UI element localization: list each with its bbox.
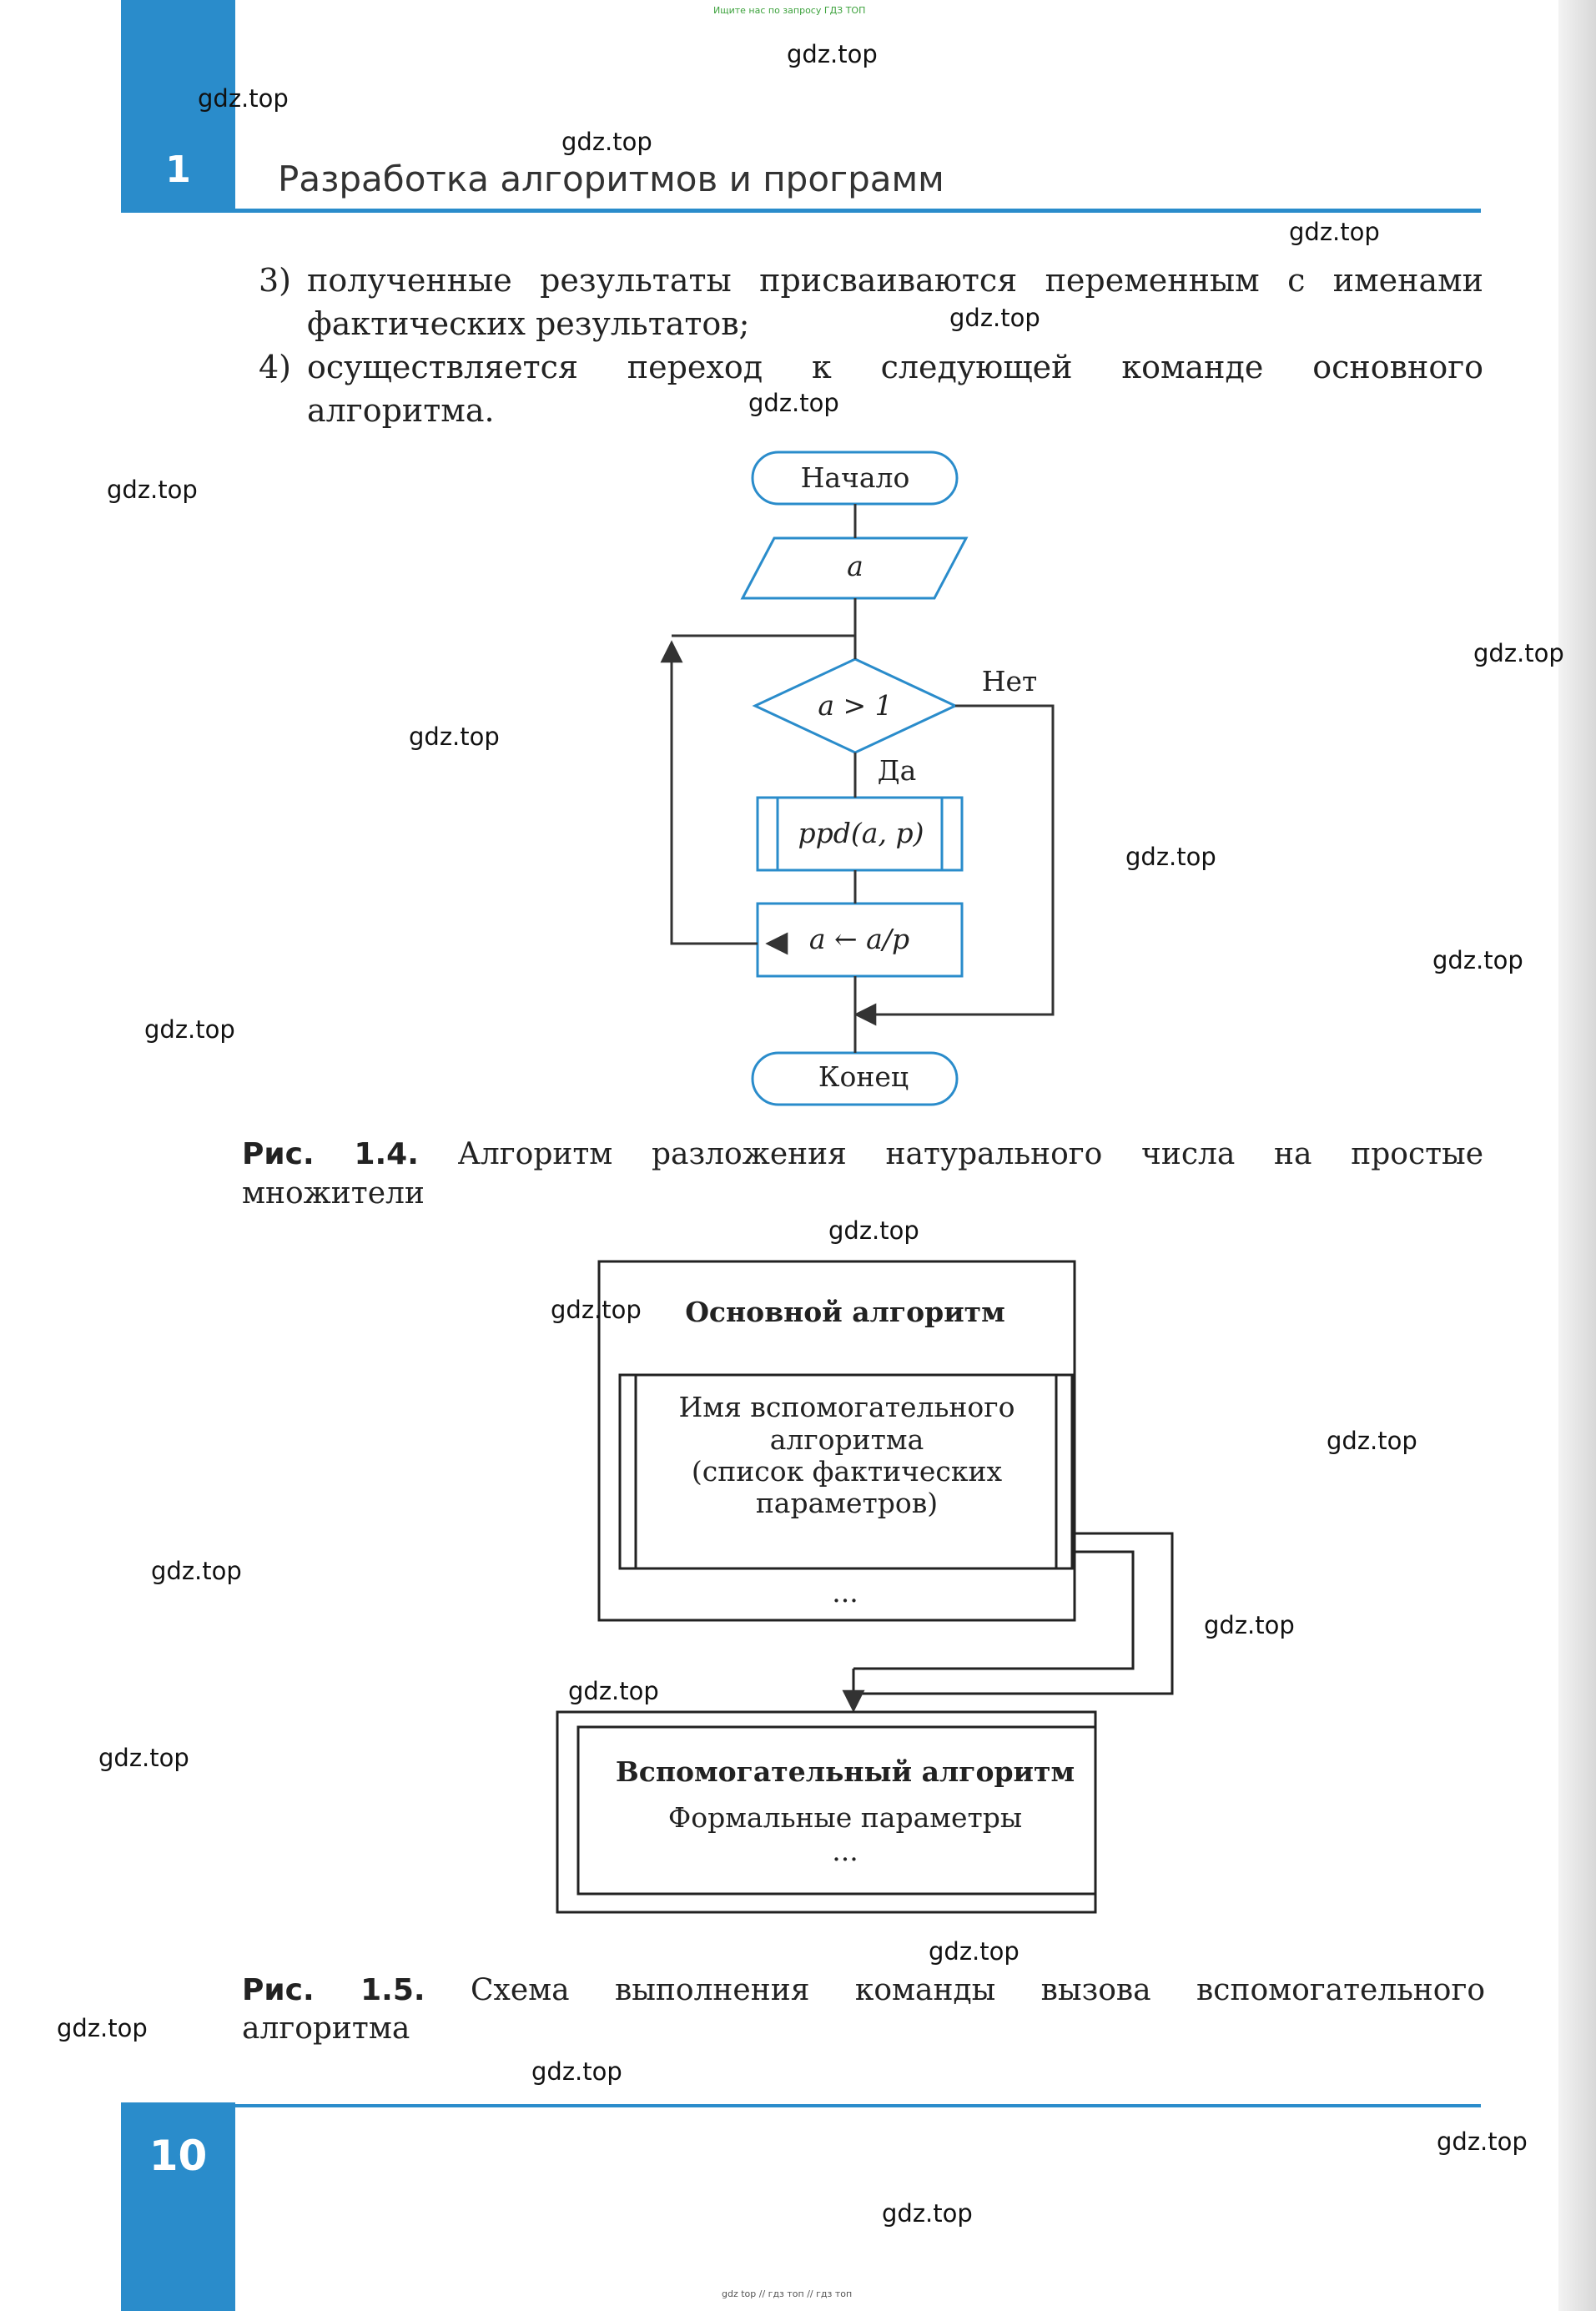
watermark: gdz.top [568, 1677, 659, 1705]
watermark: gdz.top [198, 84, 289, 113]
watermark: gdz.top [748, 389, 839, 417]
call-block [756, 796, 964, 872]
figure-1-4-caption-text: Алгоритм разложения натурального числа н… [457, 1137, 1483, 1171]
aux-name-line4: параметров) [756, 1487, 938, 1519]
watermark: gdz.top [929, 1937, 1020, 1966]
chapter-number: 1 [165, 149, 191, 191]
assign-block [756, 902, 964, 978]
end-label: Конец [818, 1060, 909, 1093]
watermark: gdz.top [409, 723, 500, 751]
figure-1-5-caption-label: Рис. 1.5. [242, 1973, 425, 2007]
figure-1-4-caption-line2: множители [242, 1176, 425, 1211]
watermark: gdz.top [1473, 639, 1564, 667]
condition-label: a > 1 [818, 689, 892, 722]
watermark: gdz.top [151, 1557, 242, 1585]
formal-params: Формальные параметры [668, 1801, 1022, 1834]
page-number: 10 [149, 2132, 208, 2180]
list-item-3-number: 3) [259, 262, 292, 299]
page-number-strip [121, 2102, 235, 2311]
watermark: gdz.top [1289, 218, 1380, 246]
watermark: gdz.top [551, 1296, 642, 1324]
list-item-4-number: 4) [259, 349, 292, 385]
watermark: gdz.top [561, 128, 652, 156]
watermark: gdz.top [1327, 1427, 1417, 1455]
watermark: gdz.top [828, 1216, 919, 1245]
watermark: gdz.top [57, 2014, 148, 2042]
watermark: gdz.top [144, 1015, 235, 1044]
start-label: Начало [801, 461, 910, 494]
chapter-strip [121, 0, 235, 210]
aux-name-line1: Имя вспомогательного [679, 1391, 1015, 1423]
header-rule [121, 209, 1481, 213]
watermark: gdz.top [949, 304, 1040, 332]
bottom-note: gdz top // гдз топ // гдз топ [722, 2288, 853, 2299]
watermark: gdz.top [1125, 843, 1216, 871]
watermark: gdz.top [1432, 946, 1523, 974]
aux-algorithm-outer [556, 1710, 1097, 1914]
watermark: gdz.top [107, 476, 198, 504]
main-algorithm-box [597, 1260, 1076, 1622]
watermark: gdz.top [882, 2199, 973, 2228]
watermark: gdz.top [1437, 2127, 1528, 2156]
list-item-4-line1: осуществляется переход к следующей коман… [307, 349, 1483, 385]
figure-1-5-caption-text: Схема выполнения команды вызова вспомога… [470, 1973, 1486, 2007]
top-note: Ищите нас по запросу ГДЗ ТОП [713, 5, 866, 16]
aux-call-inner [634, 1373, 1058, 1570]
watermark: gdz.top [1204, 1611, 1295, 1639]
figure-1-4-caption-label: Рис. 1.4. [242, 1137, 419, 1171]
assign-label: a ← a/p [809, 923, 909, 955]
chapter-title: Разработка алгоритмов и программ [278, 159, 944, 199]
aux-algorithm-title: Вспомогательный алгоритм [616, 1755, 1075, 1788]
main-ellipsis: ... [832, 1576, 858, 1609]
figure-1-5-caption: Рис. 1.5. Схема выполнения команды вызов… [242, 1971, 1485, 2011]
aux-name-line3: (список фактических [692, 1455, 1003, 1488]
watermark: gdz.top [787, 40, 878, 68]
footer-rule [121, 2104, 1481, 2107]
aux-ellipsis: ... [832, 1835, 858, 1867]
aux-name-line2: алгоритма [770, 1423, 924, 1456]
page-edge [1558, 0, 1596, 2311]
figure-1-4-caption: Рис. 1.4. Алгоритм разложения натурально… [242, 1135, 1483, 1175]
figure-1-5-caption-line2: алгоритма [242, 2011, 410, 2046]
no-label: Нет [982, 665, 1038, 697]
call-label: ppd(a, p) [798, 817, 924, 849]
yes-label: Да [878, 754, 917, 787]
main-algorithm-title: Основной алгоритм [685, 1296, 1005, 1328]
watermark: gdz.top [98, 1744, 189, 1772]
list-item-3-line2: фактических результатов; [307, 305, 750, 342]
list-item-3-line1: полученные результаты присваиваются пере… [307, 262, 1483, 299]
list-item-4-line2: алгоритма. [307, 392, 495, 429]
input-parallelogram [740, 536, 969, 600]
aux-algorithm-box [576, 1725, 1097, 1896]
input-label: a [847, 550, 863, 582]
watermark: gdz.top [531, 2057, 622, 2086]
